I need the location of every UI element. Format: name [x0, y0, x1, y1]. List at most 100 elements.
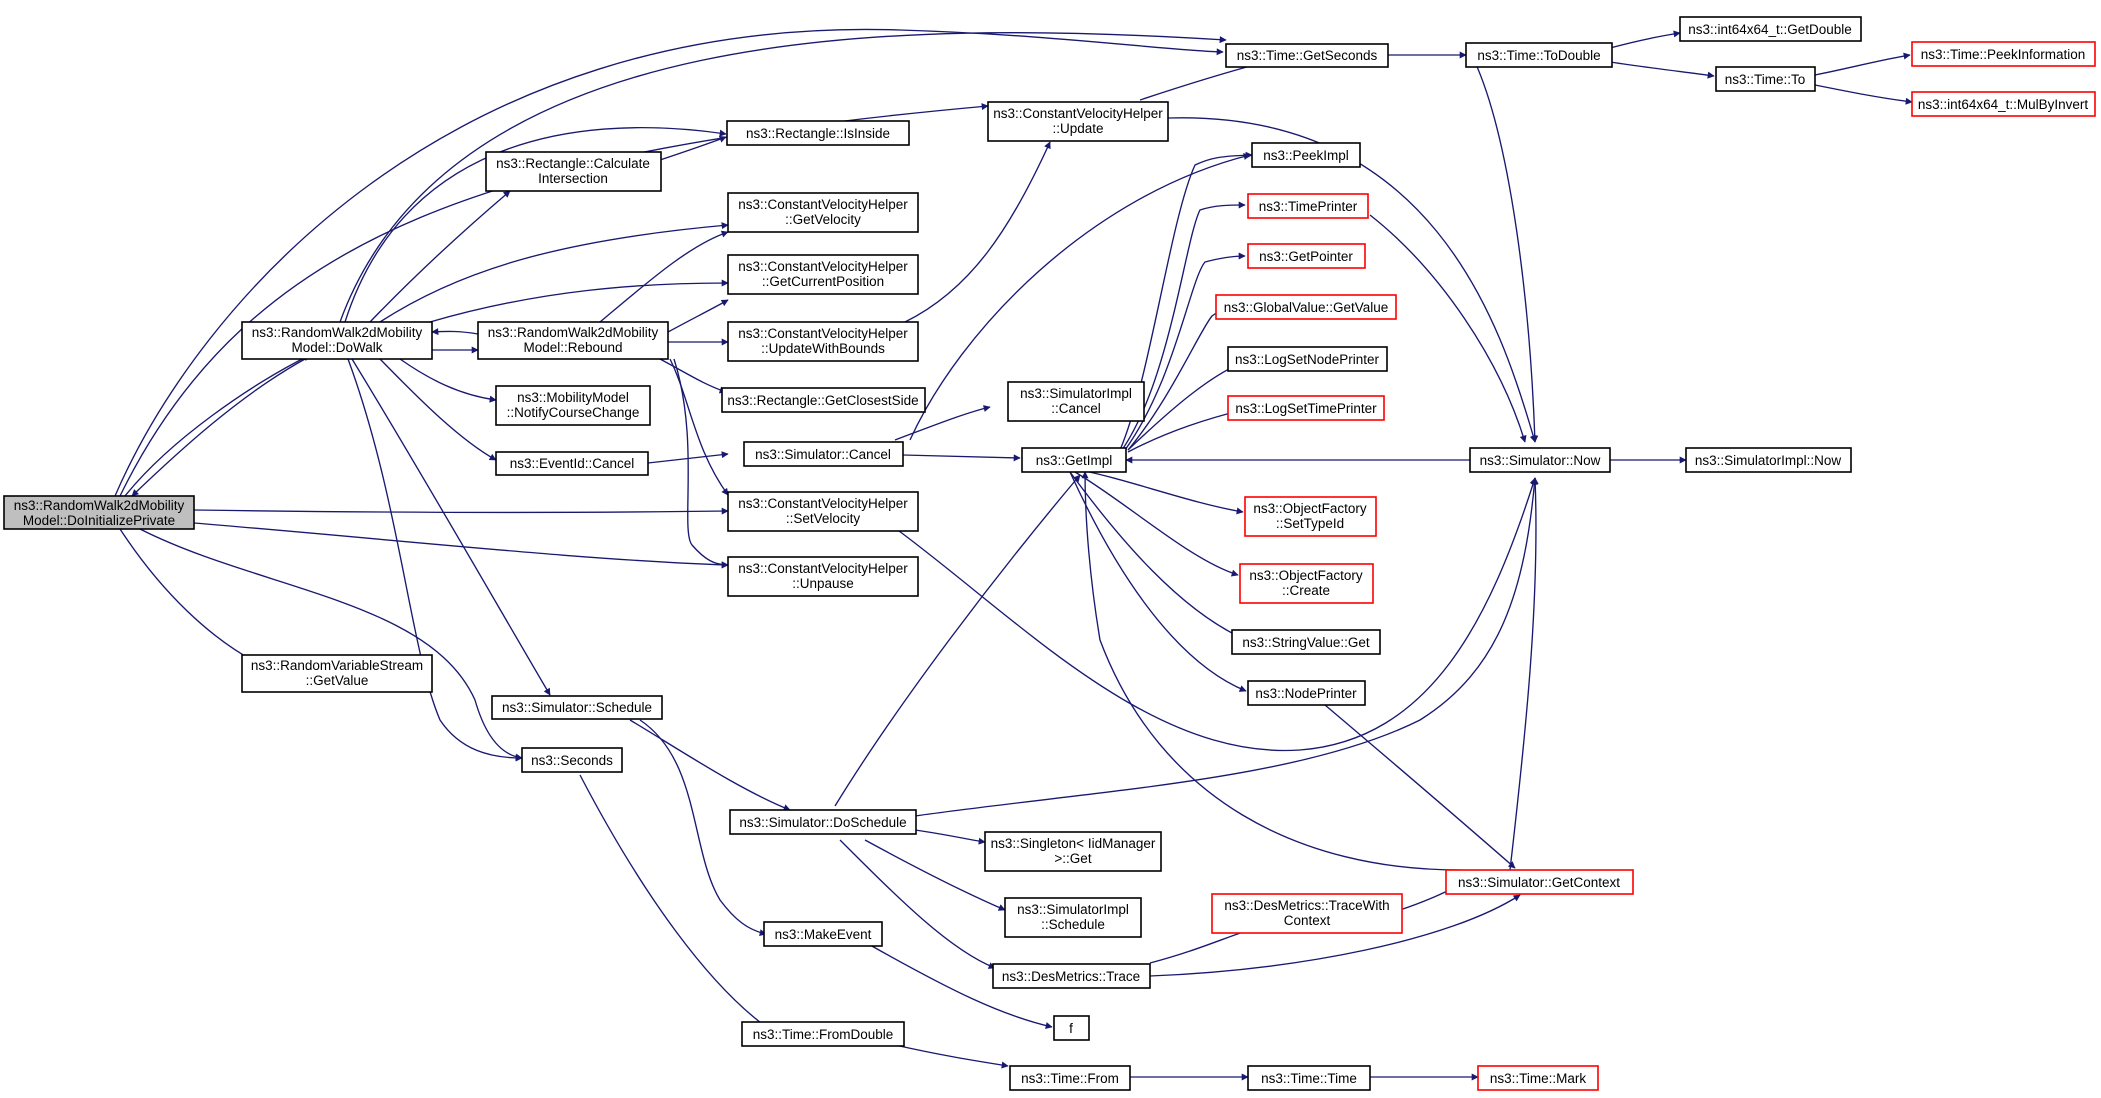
- node-updatewithbounds[interactable]: ns3::ConstantVelocityHelper ::UpdateWith…: [727, 321, 919, 362]
- node-label: ::SetTypeId: [1276, 516, 1344, 531]
- node-dowalk[interactable]: ns3::RandomWalk2dMobility Model::DoWalk: [241, 321, 433, 360]
- edge-getimpl-timeprinter: [1121, 201, 1246, 451]
- node-unpause[interactable]: ns3::ConstantVelocityHelper ::Unpause: [727, 556, 919, 597]
- node-label: Model::DoInitializePrivate: [23, 513, 175, 528]
- edge-todouble-simnow: [1474, 61, 1539, 443]
- node-label: ns3::GetPointer: [1259, 249, 1353, 264]
- edge-todouble-getdouble: [1609, 30, 1681, 49]
- edge-timeto-mulbyinv: [1814, 84, 1913, 105]
- node-time-time[interactable]: ns3::Time::Time: [1247, 1065, 1371, 1091]
- node-label: ns3::Time::GetSeconds: [1237, 48, 1378, 63]
- node-calcintersection[interactable]: ns3::Rectangle::Calculate Intersection: [485, 151, 662, 192]
- node-label: ns3::Time::From: [1021, 1071, 1119, 1086]
- edge-rebound-getpos: [667, 299, 729, 333]
- edge-doinit-getseconds: [114, 28, 1224, 497]
- node-stringvalue-get[interactable]: ns3::StringValue::Get: [1231, 629, 1381, 655]
- node-sim-schedule[interactable]: ns3::Simulator::Schedule: [491, 695, 663, 720]
- node-label: ::GetCurrentPosition: [762, 274, 884, 289]
- node-time-to[interactable]: ns3::Time::To: [1715, 66, 1816, 92]
- node-desmetrics-tracewithcontext[interactable]: ns3::DesMetrics::TraceWith Context: [1211, 893, 1403, 934]
- node-simulator-now[interactable]: ns3::Simulator::Now: [1469, 447, 1611, 473]
- node-cvh-update[interactable]: ns3::ConstantVelocityHelper ::Update: [987, 101, 1169, 142]
- edge-getcontext-getimpl: [1081, 471, 1461, 871]
- edge-dosched-getimpl: [834, 474, 1081, 807]
- node-desmetrics-trace[interactable]: ns3::DesMetrics::Trace: [992, 963, 1151, 989]
- edge-dowalk-notify: [399, 358, 497, 403]
- node-doschedule[interactable]: ns3::Simulator::DoSchedule: [729, 809, 917, 835]
- edge-nodeprinter-getcontext: [1324, 704, 1516, 869]
- node-eventid-cancel[interactable]: ns3::EventId::Cancel: [495, 451, 649, 476]
- node-peekinformation[interactable]: ns3::Time::PeekInformation: [1911, 41, 2096, 67]
- node-label: ns3::Time::To: [1725, 72, 1806, 87]
- node-peekimpl[interactable]: ns3::PeekImpl: [1251, 142, 1361, 168]
- node-globalvalue-getvalue[interactable]: ns3::GlobalValue::GetValue: [1215, 294, 1397, 320]
- node-label: ns3::Time::Mark: [1490, 1071, 1587, 1086]
- node-fromdouble[interactable]: ns3::Time::FromDouble: [741, 1021, 905, 1047]
- edge-dosched-simimplsched: [864, 839, 1006, 911]
- node-objectfactory-create[interactable]: ns3::ObjectFactory ::Create: [1239, 563, 1374, 604]
- node-label: ns3::ConstantVelocityHelper: [993, 106, 1163, 121]
- node-label: ns3::Time::ToDouble: [1477, 48, 1600, 63]
- node-label: ns3::Singleton< IidManager: [991, 836, 1156, 851]
- node-setvelocity[interactable]: ns3::ConstantVelocityHelper ::SetVelocit…: [727, 491, 919, 532]
- node-todouble[interactable]: ns3::Time::ToDouble: [1465, 42, 1613, 68]
- node-timeprinter[interactable]: ns3::TimePrinter: [1247, 193, 1369, 219]
- node-getpointer[interactable]: ns3::GetPointer: [1247, 243, 1366, 269]
- node-label: ns3::ConstantVelocityHelper: [738, 259, 908, 274]
- node-getimpl[interactable]: ns3::GetImpl: [1021, 447, 1127, 473]
- node-label: ns3::Simulator::DoSchedule: [739, 815, 906, 830]
- node-notifycoursechange[interactable]: ns3::MobilityModel ::NotifyCourseChange: [495, 385, 651, 426]
- edge-getimpl-nodeprinter: [1069, 471, 1247, 692]
- edge-rebound-dowalk: [431, 328, 479, 336]
- edge-cvhupdate-simnow: [1167, 117, 1537, 443]
- node-label: ::GetVelocity: [785, 212, 861, 227]
- node-doinitializeprivate[interactable]: ns3::RandomWalk2dMobility Model::DoIniti…: [3, 495, 195, 530]
- node-nodeprinter[interactable]: ns3::NodePrinter: [1247, 680, 1366, 706]
- node-sim-cancel[interactable]: ns3::Simulator::Cancel: [743, 441, 904, 467]
- node-time-from[interactable]: ns3::Time::From: [1009, 1065, 1131, 1091]
- edge-schedule-dosched: [629, 719, 791, 811]
- edge-todouble-timeto: [1609, 61, 1715, 79]
- node-getseconds[interactable]: ns3::Time::GetSeconds: [1225, 43, 1389, 68]
- edge-dosched-simnow: [914, 477, 1538, 817]
- edge-dowalk-doinit: [131, 358, 306, 497]
- node-getcurrentposition[interactable]: ns3::ConstantVelocityHelper ::GetCurrent…: [727, 254, 919, 295]
- node-mulbyinvert[interactable]: ns3::int64x64_t::MulByInvert: [1911, 91, 2096, 117]
- edge-getimpl-ofcreate: [1074, 471, 1239, 577]
- edge-fromdouble-timefrom: [894, 1044, 1009, 1069]
- node-logsettimeprinter[interactable]: ns3::LogSetTimePrinter: [1227, 395, 1385, 421]
- edge-dowalk-getseconds: [339, 31, 1227, 323]
- edge-desmtrace-getcontext: [1149, 894, 1521, 977]
- node-time-mark[interactable]: ns3::Time::Mark: [1477, 1065, 1599, 1091]
- node-getclosestside[interactable]: ns3::Rectangle::GetClosestSide: [721, 387, 926, 413]
- node-label: ns3::GetImpl: [1036, 453, 1113, 468]
- edge-evcancel-simcancel: [647, 451, 729, 464]
- node-singleton-get[interactable]: ns3::Singleton< IidManager >::Get: [984, 831, 1162, 872]
- node-label: Model::Rebound: [523, 340, 622, 355]
- node-objectfactory-settypeid[interactable]: ns3::ObjectFactory ::SetTypeId: [1244, 496, 1377, 537]
- node-label: ns3::MobilityModel: [517, 390, 629, 405]
- node-label: ns3::int64x64_t::MulByInvert: [1918, 97, 2089, 112]
- node-isinside[interactable]: ns3::Rectangle::IsInside: [726, 120, 910, 146]
- node-label: ns3::int64x64_t::GetDouble: [1688, 22, 1852, 37]
- node-logsetnodeprinter[interactable]: ns3::LogSetNodePrinter: [1227, 346, 1388, 372]
- node-getvelocity[interactable]: ns3::ConstantVelocityHelper ::GetVelocit…: [727, 192, 919, 233]
- node-label: ns3::SimulatorImpl: [1020, 386, 1132, 401]
- node-rebound[interactable]: ns3::RandomWalk2dMobility Model::Rebound: [477, 321, 669, 360]
- node-getdouble[interactable]: ns3::int64x64_t::GetDouble: [1679, 16, 1862, 42]
- edge-timeto-peekinfo: [1814, 52, 1911, 76]
- edge-dowalk-schedule: [351, 358, 551, 696]
- node-rvs-getvalue[interactable]: ns3::RandomVariableStream ::GetValue: [241, 654, 433, 693]
- node-label: ns3::ConstantVelocityHelper: [738, 561, 908, 576]
- node-label: ns3::RandomWalk2dMobility: [14, 498, 185, 513]
- edge-makeevent-f: [869, 944, 1053, 1029]
- node-seconds[interactable]: ns3::Seconds: [521, 747, 623, 773]
- node-makeevent[interactable]: ns3::MakeEvent: [763, 921, 883, 947]
- node-label: Context: [1284, 913, 1331, 928]
- node-simimpl-now[interactable]: ns3::SimulatorImpl::Now: [1685, 447, 1852, 473]
- node-getcontext[interactable]: ns3::Simulator::GetContext: [1445, 869, 1634, 895]
- edge-simcancel-getimpl: [902, 454, 1021, 462]
- node-f[interactable]: f: [1053, 1015, 1090, 1041]
- node-simimpl-cancel[interactable]: ns3::SimulatorImpl ::Cancel: [1007, 381, 1145, 422]
- node-simimpl-schedule[interactable]: ns3::SimulatorImpl ::Schedule: [1004, 897, 1142, 938]
